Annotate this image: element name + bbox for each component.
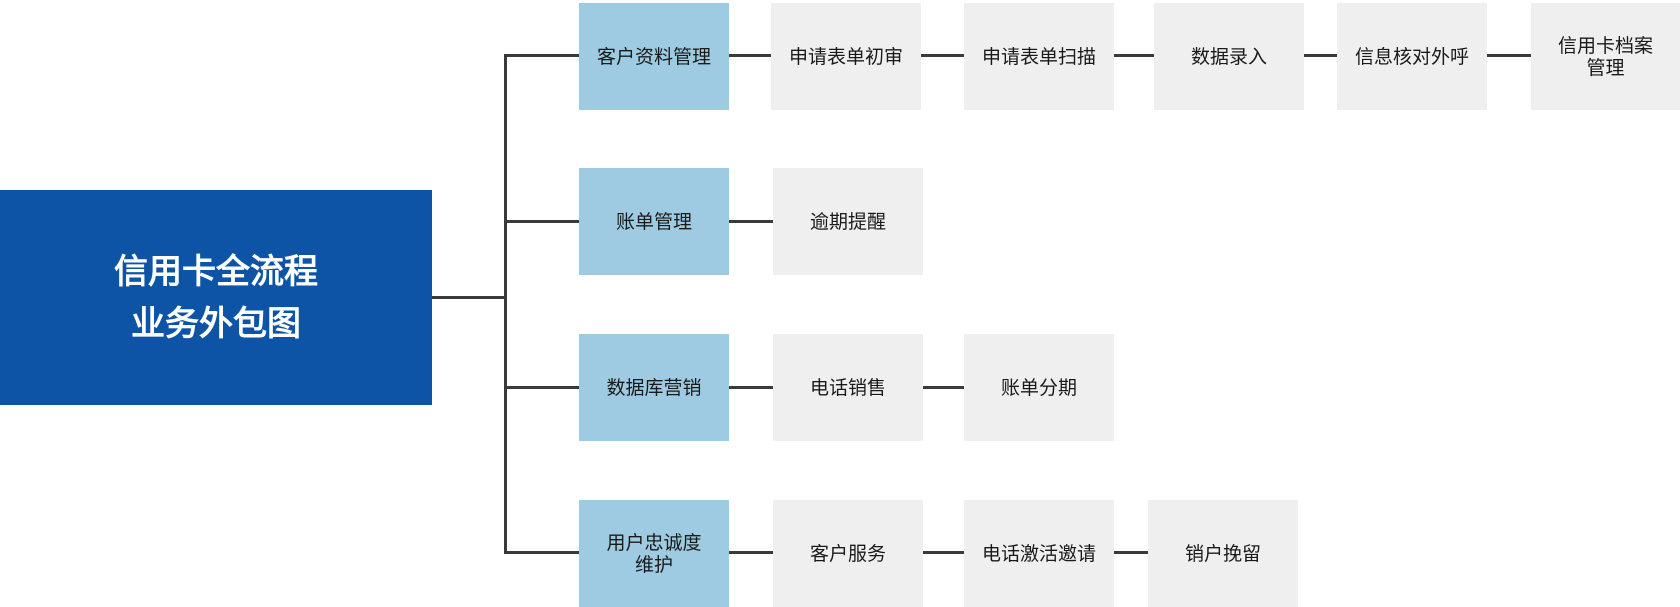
step-node: 销户挽留	[1148, 500, 1298, 607]
step-node: 电话激活邀请	[964, 500, 1114, 607]
step-node: 申请表单初审	[771, 3, 921, 110]
step-node: 账单分期	[964, 334, 1114, 441]
connector-branch-3	[504, 386, 579, 389]
category-node-customer-data: 客户资料管理	[579, 3, 729, 110]
step-node: 电话销售	[773, 334, 923, 441]
step-node: 客户服务	[773, 500, 923, 607]
step-label: 账单分期	[1000, 376, 1077, 399]
category-label: 客户资料管理	[596, 45, 711, 68]
step-label: 客户服务	[809, 542, 886, 565]
connector	[1114, 54, 1154, 57]
step-label: 申请表单扫描	[981, 45, 1096, 68]
category-node-loyalty: 用户忠诚度 维护	[579, 500, 729, 607]
step-node: 信用卡档案 管理	[1531, 3, 1680, 110]
root-label: 信用卡全流程 业务外包图	[114, 251, 318, 344]
connector-root-trunk	[432, 296, 506, 299]
connector-branch-2	[504, 220, 579, 223]
step-label: 逾期提醒	[809, 210, 886, 233]
connector	[729, 220, 773, 223]
step-label: 数据录入	[1190, 45, 1267, 68]
category-label: 账单管理	[615, 210, 692, 233]
step-node: 数据录入	[1154, 3, 1304, 110]
connector	[1114, 551, 1148, 554]
category-node-billing: 账单管理	[579, 168, 729, 275]
step-node: 信息核对外呼	[1337, 3, 1487, 110]
connector	[1304, 54, 1337, 57]
step-label: 信用卡档案 管理	[1557, 34, 1653, 79]
step-label: 电话激活邀请	[981, 542, 1096, 565]
root-node: 信用卡全流程 业务外包图	[0, 190, 432, 405]
step-label: 电话销售	[809, 376, 886, 399]
step-label: 销户挽留	[1184, 542, 1261, 565]
connector-trunk-vertical	[504, 54, 507, 554]
category-node-database-marketing: 数据库营销	[579, 334, 729, 441]
connector-branch-1	[504, 54, 579, 57]
category-label: 数据库营销	[606, 376, 702, 399]
connector	[921, 54, 964, 57]
step-label: 信息核对外呼	[1354, 45, 1469, 68]
connector-branch-4	[504, 551, 579, 554]
step-node: 逾期提醒	[773, 168, 923, 275]
step-node: 申请表单扫描	[964, 3, 1114, 110]
connector	[1487, 54, 1531, 57]
connector	[729, 386, 773, 389]
connector	[729, 551, 773, 554]
connector	[923, 551, 964, 554]
connector	[923, 386, 964, 389]
step-label: 申请表单初审	[788, 45, 903, 68]
connector	[729, 54, 771, 57]
category-label: 用户忠诚度 维护	[606, 531, 702, 576]
